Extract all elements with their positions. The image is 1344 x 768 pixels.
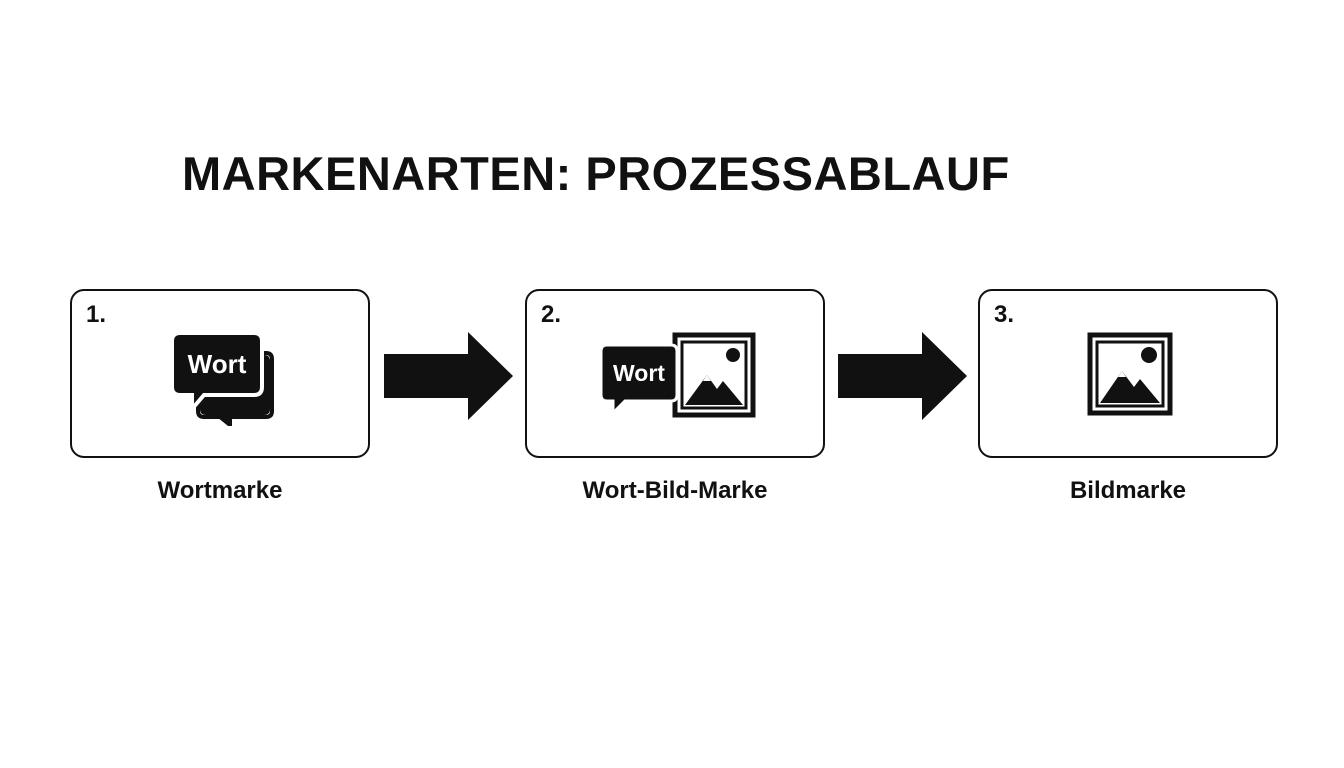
step-number: 1. xyxy=(86,301,107,328)
step-number: 2. xyxy=(541,301,562,328)
speech-bubbles-word-icon: Wort xyxy=(170,331,274,426)
step-box-wortmarke: 1. Wort xyxy=(70,289,370,458)
step-box-wort-bild-marke: 2. Wort xyxy=(525,289,825,458)
word-bubble-with-picture-icon: Wort xyxy=(599,332,756,418)
arrow-right-icon xyxy=(384,332,513,420)
icon-word-text: Wort xyxy=(188,349,247,379)
step-label-bildmarke: Bildmarke xyxy=(1069,477,1187,504)
page-title: MARKENARTEN: PROZESSABLAUF xyxy=(182,147,1010,200)
step-number: 3. xyxy=(994,301,1015,328)
step-box-bildmarke: 3. xyxy=(978,289,1278,458)
icon-word-text: Wort xyxy=(613,360,665,386)
arrow-right-icon xyxy=(838,332,967,420)
step-label-wortmarke: Wortmarke xyxy=(157,477,283,504)
step-label-wort-bild-marke: Wort-Bild-Marke xyxy=(582,477,768,504)
picture-icon xyxy=(1087,332,1173,416)
